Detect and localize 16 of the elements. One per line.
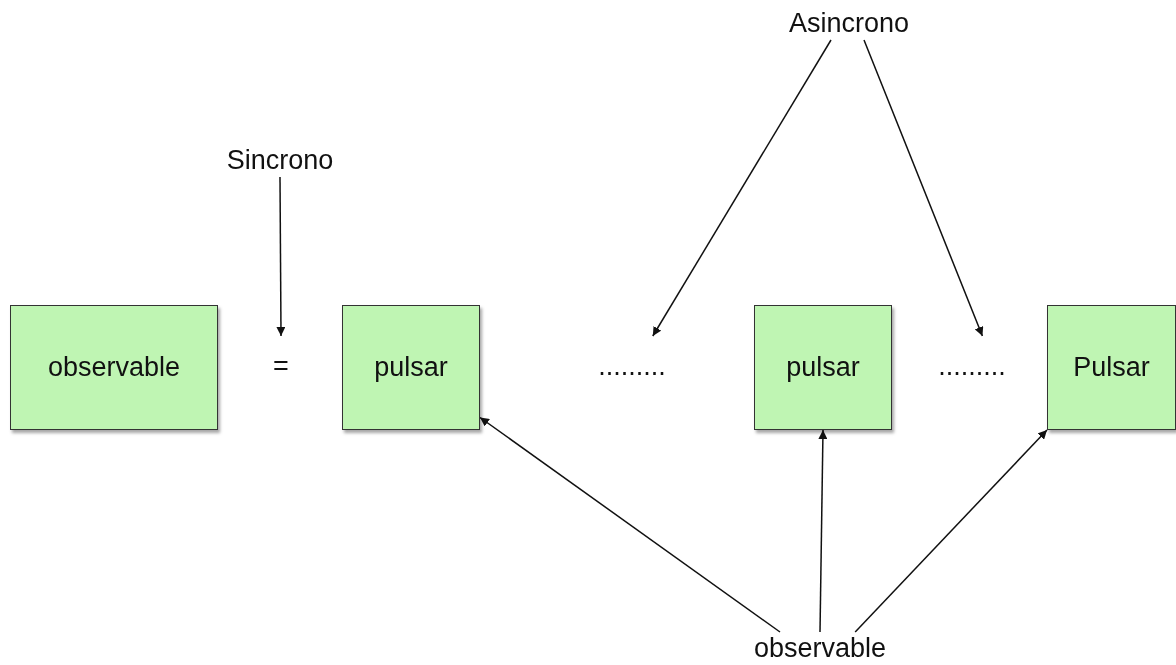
sync-label: Sincrono (210, 143, 350, 177)
observable-label: observable (740, 632, 900, 665)
process-box: Pulsar (1047, 305, 1176, 430)
process-box: pulsar (342, 305, 480, 430)
ellipsis-dots: ......... (920, 336, 1024, 396)
observable-box: observable (10, 305, 218, 430)
arrow (863, 39, 984, 337)
arrow (854, 429, 1048, 633)
async-label: Asincrono (774, 6, 924, 40)
process-box: pulsar (754, 305, 892, 430)
equals-sign: = (266, 336, 296, 396)
arrow (652, 39, 832, 337)
ellipsis-dots: ......... (580, 336, 684, 396)
arrow (818, 429, 828, 633)
arrow (479, 416, 781, 633)
arrow (276, 176, 286, 337)
